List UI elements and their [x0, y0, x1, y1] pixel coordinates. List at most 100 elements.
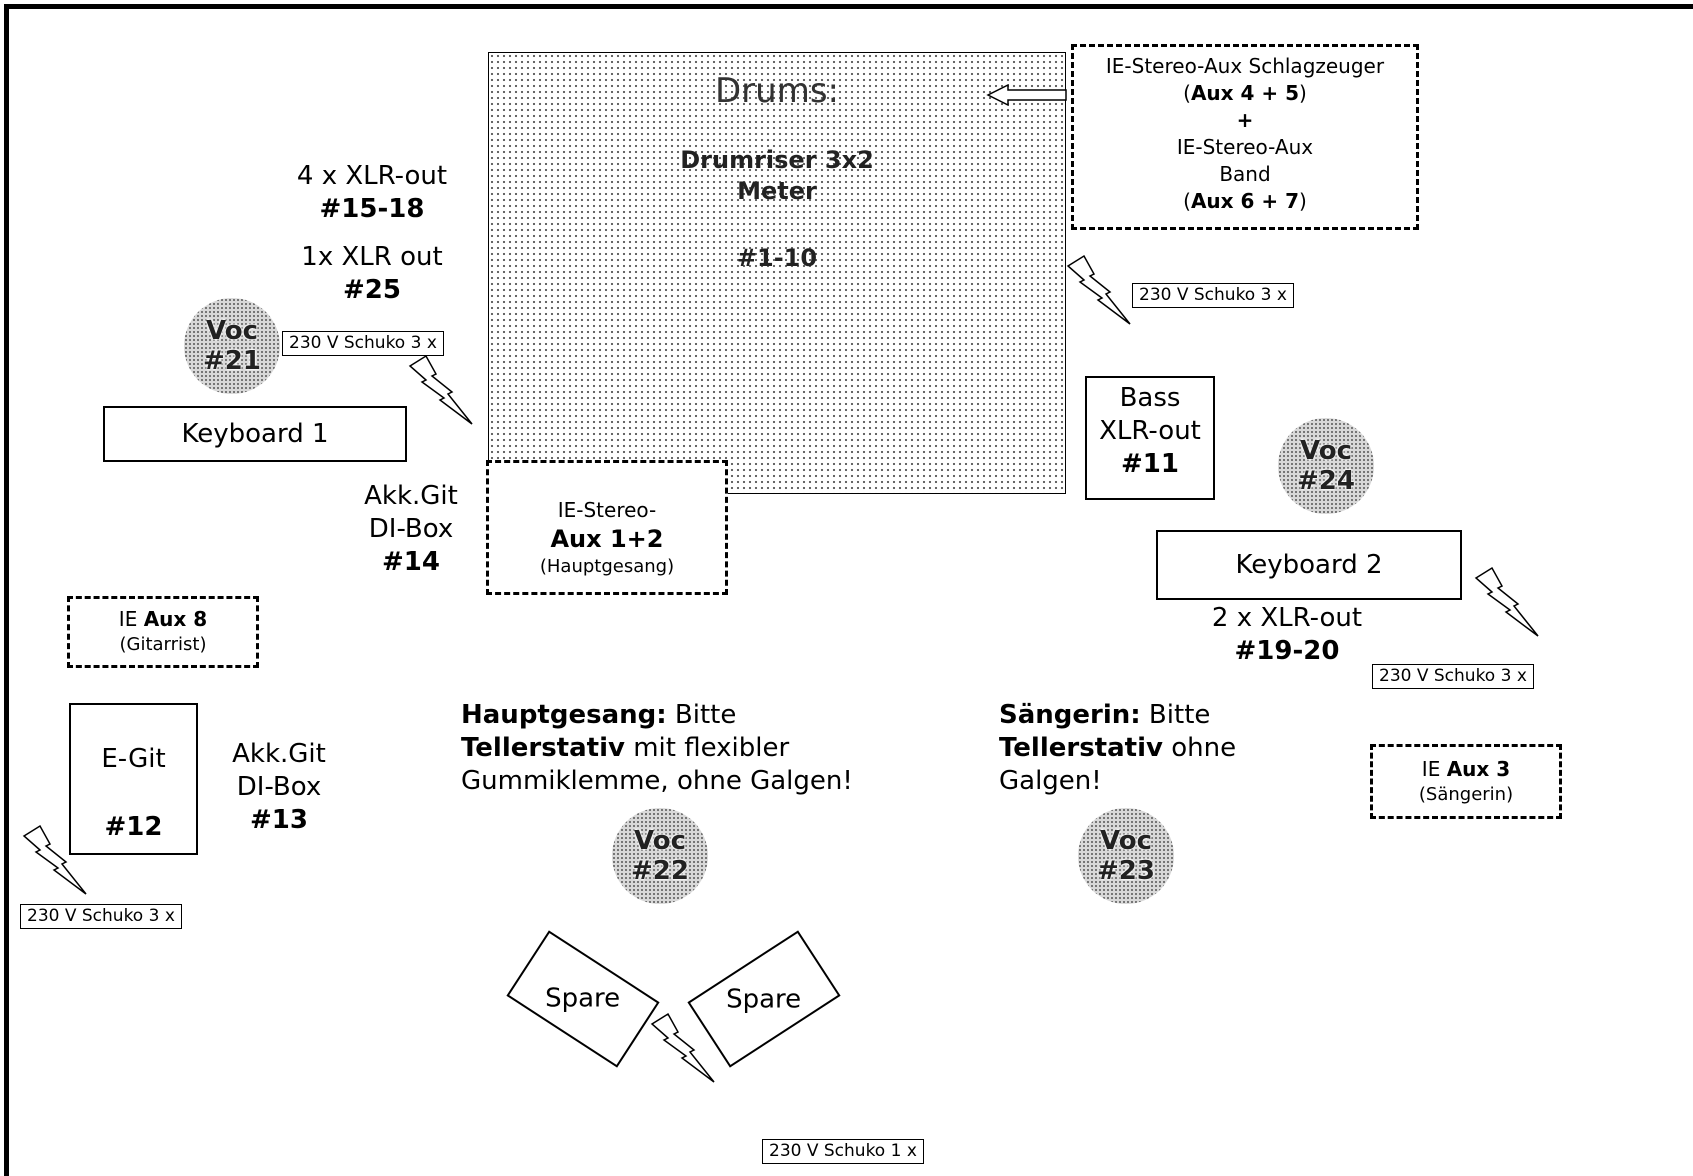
xlr-25-line1: 1x XLR out [301, 242, 443, 272]
voc-23-label: Voc [1100, 826, 1152, 856]
drum-ie-paren: ) [1299, 189, 1307, 213]
ie-aux8-line2: (Gitarrist) [119, 634, 207, 655]
voc-23-mic: Voc #23 [1078, 808, 1174, 904]
drum-ie-line3: IE-Stereo-Aux [1176, 135, 1314, 159]
drum-ie-line2: (Aux 4 + 5) [1074, 80, 1416, 107]
egit-channel: #12 [104, 812, 163, 842]
note-saeng-line1: Sängerin: Bitte [999, 699, 1299, 732]
drum-ie-paren: ( [1183, 189, 1191, 213]
drum-ie-line4: Band [1219, 162, 1271, 186]
arrow-left-icon [986, 84, 1067, 106]
akk-git-14-line2: DI-Box [368, 514, 454, 544]
bass-amp: Bass XLR-out #11 [1085, 376, 1215, 500]
xlr-25-label: 1x XLR out #25 [272, 241, 472, 307]
xlr-keys2-line1: 2 x XLR-out [1211, 603, 1363, 633]
akk-git-13-line2: DI-Box [236, 772, 322, 802]
note-saeng-t2: ohne [1162, 733, 1237, 763]
ie-aux8-line1: IE Aux 8 [70, 606, 256, 633]
ie-aux3-box: IE Aux 3 (Sängerin) [1370, 744, 1562, 819]
akk-git-14-line1: Akk.Git [364, 481, 458, 511]
ie-main-hauptgesang: (Hauptgesang) [539, 556, 675, 577]
drum-ie-paren: ) [1299, 81, 1307, 105]
keyboard-2-label: Keyboard 2 [1235, 550, 1383, 580]
power-bolt-icon [1066, 254, 1131, 325]
akk-git-13-channel: #13 [250, 805, 308, 835]
drum-ie-line5: (Aux 6 + 7) [1074, 188, 1416, 215]
voc-21-mic: Voc #21 [184, 298, 280, 394]
xlr-keys1-label: 4 x XLR-out #15-18 [272, 160, 472, 226]
note-hauptgesang: Hauptgesang: Bitte Tellerstativ mit flex… [461, 699, 931, 798]
note-saeng-line3: Galgen! [999, 766, 1102, 796]
voc-24-mic: Voc #24 [1278, 418, 1374, 514]
drum-ie-plus: + [1236, 108, 1254, 132]
voc-23-channel: #23 [1097, 856, 1155, 886]
ie-main-box: IE-Stereo- Aux 1+2 (Hauptgesang) [486, 460, 728, 595]
note-saengerin: Sängerin: Bitte Tellerstativ ohne Galgen… [999, 699, 1299, 798]
voc-22-channel: #22 [631, 856, 689, 886]
drum-ie-paren: ( [1183, 81, 1191, 105]
note-main-line1: Hauptgesang: Bitte [461, 699, 931, 732]
power-voc21-label: 230 V Schuko 3 x [282, 331, 444, 356]
bass-label: Bass [1119, 383, 1181, 413]
voc-22-mic: Voc #22 [612, 808, 708, 904]
note-saeng-t1: Bitte [1140, 700, 1211, 730]
voc-24-channel: #24 [1297, 466, 1355, 496]
egit-label: E-Git [101, 744, 166, 774]
voc-24-label: Voc [1300, 436, 1352, 466]
bass-channel: #11 [1121, 449, 1179, 479]
note-saeng-b2: Tellerstativ [999, 733, 1163, 763]
akk-git-14-channel: #14 [382, 547, 440, 577]
power-bolt-icon [22, 824, 87, 895]
bass-xlr: XLR-out [1099, 416, 1201, 446]
ie-aux3-bold: Aux 3 [1446, 757, 1511, 781]
voc-21-label: Voc [206, 316, 258, 346]
drums-title: Drums: [715, 71, 839, 111]
ie-aux3-line1: IE Aux 3 [1373, 756, 1559, 783]
akk-git-14-label: Akk.Git DI-Box #14 [340, 480, 482, 579]
akk-git-13-line1: Akk.Git [232, 739, 326, 769]
note-main-line2: Tellerstativ mit flexibler [461, 732, 931, 765]
xlr-keys1-channels: #15-18 [319, 194, 425, 224]
drum-channels: #1-10 [736, 244, 818, 272]
drumriser-line2: Meter [737, 177, 817, 205]
drumriser-label: Drumriser 3x2 Meter [489, 145, 1065, 207]
spare-left-label: Spare [545, 984, 621, 1014]
power-bolt-icon [408, 354, 473, 425]
drum-ie-aux67: Aux 6 + 7 [1190, 189, 1300, 213]
power-spare-label: 230 V Schuko 1 x [762, 1139, 924, 1164]
xlr-keys2-channels: #19-20 [1234, 636, 1340, 666]
ie-aux8-bold: Aux 8 [143, 607, 208, 631]
drum-ie-line1: IE-Stereo-Aux Schlagzeuger [1105, 54, 1385, 78]
xlr-25-channel: #25 [343, 275, 401, 305]
note-main-b1: Hauptgesang: [461, 700, 667, 730]
stage-frame [4, 4, 1693, 1176]
voc-21-channel: #21 [203, 346, 261, 376]
ie-main-aux12: Aux 1+2 [550, 525, 664, 553]
drum-riser: Drums: Drumriser 3x2 Meter #1-10 [488, 52, 1066, 494]
ie-main-line1: IE-Stereo- [557, 498, 657, 522]
power-drums-label: 230 V Schuko 3 x [1132, 283, 1294, 308]
ie-aux3-line2: (Sängerin) [1418, 784, 1514, 805]
xlr-keys1-line1: 4 x XLR-out [296, 161, 448, 191]
power-bolt-icon [1474, 566, 1539, 637]
voc-22-label: Voc [634, 826, 686, 856]
keyboard-2: Keyboard 2 [1156, 530, 1462, 600]
power-keys2-label: 230 V Schuko 3 x [1372, 664, 1534, 689]
note-main-line3: Gummiklemme, ohne Galgen! [461, 766, 853, 796]
spare-right-label: Spare [726, 984, 802, 1014]
note-saeng-b1: Sängerin: [999, 700, 1141, 730]
egit-amp: E-Git #12 [69, 703, 198, 855]
ie-aux8-prefix: IE [118, 607, 144, 631]
power-egit-label: 230 V Schuko 3 x [20, 904, 182, 929]
ie-aux8-box: IE Aux 8 (Gitarrist) [67, 596, 259, 668]
note-main-t1: Bitte [666, 700, 737, 730]
drumriser-line1: Drumriser 3x2 [680, 146, 874, 174]
note-main-b2: Tellerstativ [461, 733, 625, 763]
ie-aux3-prefix: IE [1421, 757, 1447, 781]
keyboard-1-label: Keyboard 1 [181, 419, 329, 449]
note-main-t2: mit flexibler [624, 733, 790, 763]
keyboard-1: Keyboard 1 [103, 406, 407, 462]
xlr-keys2-label: 2 x XLR-out #19-20 [1176, 602, 1398, 668]
note-saeng-line2: Tellerstativ ohne [999, 732, 1299, 765]
